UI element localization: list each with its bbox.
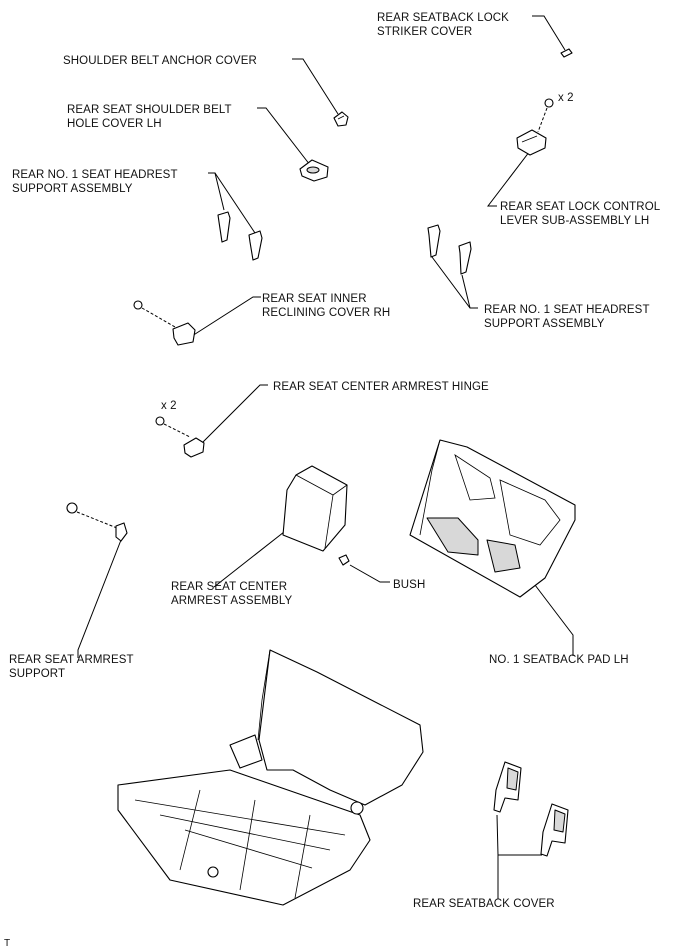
center-armrest-part — [282, 465, 348, 552]
shoulder-belt-hole-cover-part — [299, 159, 329, 182]
seatback-pad-part — [409, 439, 576, 598]
bush-part — [338, 554, 350, 566]
quantity-armrest-hinge-bolts: x 2 — [161, 400, 177, 412]
label-rear-seat-inner-reclining-cover-rh: REAR SEAT INNER RECLINING COVER RH — [262, 293, 390, 319]
label-no1-seatback-pad-lh: NO. 1 SEATBACK PAD LH — [489, 654, 629, 666]
lock-control-lever-part — [516, 98, 554, 156]
shoulder-belt-anchor-cover-part — [333, 111, 349, 127]
label-rear-seat-center-armrest-assembly: REAR SEAT CENTER ARMREST ASSEMBLY — [171, 581, 293, 607]
label-rear-seat-armrest-support: REAR SEAT ARMREST SUPPORT — [9, 654, 137, 680]
label-rear-no1-seat-headrest-support-left: REAR NO. 1 SEAT HEADREST SUPPORT ASSEMBL… — [12, 169, 181, 195]
inner-reclining-cover-part — [133, 300, 196, 346]
label-rear-seat-shoulder-belt-hole-cover-lh: REAR SEAT SHOULDER BELT HOLE COVER LH — [67, 104, 235, 130]
quantity-lock-control-bolts: x 2 — [558, 92, 574, 104]
label-rear-seatback-lock-striker-cover: REAR SEATBACK LOCK STRIKER COVER — [377, 12, 512, 38]
label-rear-seat-lock-control-lever: REAR SEAT LOCK CONTROL LEVER SUB-ASSEMBL… — [500, 201, 663, 227]
armrest-support-part — [66, 502, 128, 542]
label-rear-seat-center-armrest-hinge: REAR SEAT CENTER ARMREST HINGE — [273, 381, 489, 393]
seatback-cover-parts — [493, 761, 569, 857]
label-rear-seatback-cover: REAR SEATBACK COVER — [413, 898, 555, 910]
label-bush: BUSH — [393, 579, 425, 591]
striker-cover-part — [560, 48, 573, 58]
headrest-support-right-parts — [427, 224, 472, 275]
seat-frame-part — [117, 649, 424, 906]
headrest-support-left-parts — [217, 211, 263, 261]
leader-lines — [77, 15, 574, 899]
corner-mark: T — [4, 938, 10, 949]
armrest-hinge-part — [155, 416, 205, 458]
label-shoulder-belt-anchor-cover: SHOULDER BELT ANCHOR COVER — [63, 55, 257, 67]
label-rear-no1-seat-headrest-support-right: REAR NO. 1 SEAT HEADREST SUPPORT ASSEMBL… — [484, 304, 653, 330]
